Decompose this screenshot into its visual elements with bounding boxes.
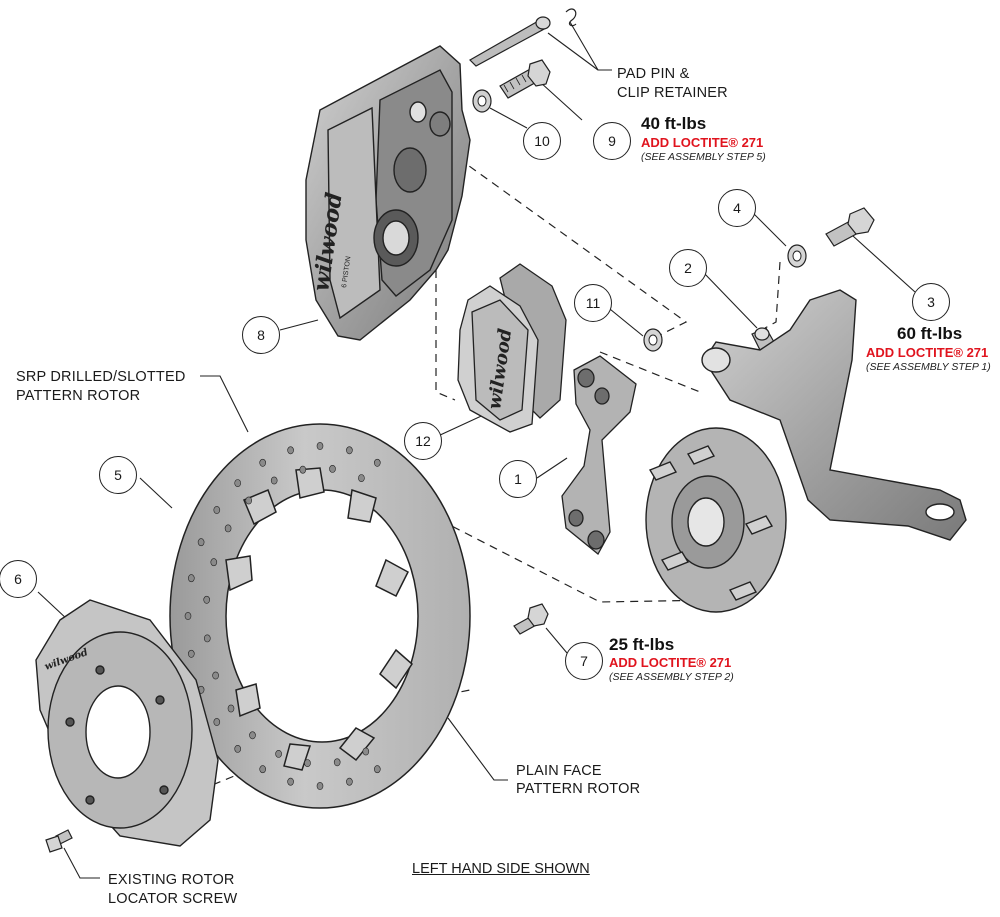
bolt9-loctite: ADD LOCTITE® 271 xyxy=(641,135,764,150)
callout-5: 5 xyxy=(99,456,137,494)
rotor-drill-hole xyxy=(210,558,218,567)
callout-9: 9 xyxy=(593,122,631,160)
rotor-hat xyxy=(35,599,219,847)
callout-2: 2 xyxy=(669,249,707,287)
rotor-drill-hole xyxy=(184,612,192,620)
bolt9-step: (SEE ASSEMBLY STEP 5) xyxy=(641,151,766,163)
pad-pin xyxy=(469,8,577,67)
srp-rotor-label-line2: PATTERN ROTOR xyxy=(16,388,141,404)
rotor-drill-hole xyxy=(197,538,205,547)
rotor-drill-hole xyxy=(270,476,278,485)
bolt3-torque: 60 ft-lbs xyxy=(897,324,963,343)
rotor-drill-hole xyxy=(333,758,341,767)
hat-bolt xyxy=(513,603,549,635)
callout-8: 8 xyxy=(242,316,280,354)
bracket-bolt xyxy=(825,207,875,247)
wheel-hub xyxy=(645,427,787,613)
caliper-side-mark: 6 PISTON xyxy=(341,256,352,288)
rotor-drill-hole xyxy=(249,731,256,740)
rotor-drill-hole xyxy=(188,649,195,658)
bolt7-loctite: ADD LOCTITE® 271 xyxy=(609,655,732,670)
bolt3-step: (SEE ASSEMBLY STEP 1) xyxy=(866,361,991,373)
bolt9-torque: 40 ft-lbs xyxy=(641,114,707,133)
rotor-drill-hole xyxy=(358,474,365,482)
rotor-drill-hole xyxy=(346,777,353,786)
caliper-bolt xyxy=(499,59,551,99)
rotor-drill-hole xyxy=(275,750,282,758)
rotor xyxy=(169,423,471,809)
rotor-drill-hole xyxy=(188,574,195,583)
rotor-drill-holes xyxy=(184,442,381,790)
callout-6: 6 xyxy=(0,560,37,598)
rotor-drill-hole xyxy=(346,446,353,455)
callout-10: 10 xyxy=(523,122,561,160)
rotor-drill-hole xyxy=(204,634,211,643)
rotor-drill-hole xyxy=(373,765,381,774)
callout-7: 7 xyxy=(565,642,603,680)
rotor-drill-hole xyxy=(213,506,221,514)
rotor-drill-hole xyxy=(259,765,267,774)
rotor-drill-hole xyxy=(245,496,252,505)
rotor-drill-hole xyxy=(259,458,267,467)
bolt3-loctite: ADD LOCTITE® 271 xyxy=(866,345,989,360)
brake-pad xyxy=(457,263,567,433)
plain-rotor-label-line1: PLAIN FACE xyxy=(516,763,602,779)
rotor-drill-hole xyxy=(316,442,324,450)
locator-screw-label-line1: EXISTING ROTOR xyxy=(108,872,235,888)
rotor-drill-hole xyxy=(299,465,307,474)
callout-1: 1 xyxy=(499,460,537,498)
locator-screw xyxy=(45,829,73,853)
rotor-drill-hole xyxy=(203,595,210,604)
srp-rotor-label-line1: SRP DRILLED/SLOTTED xyxy=(16,369,186,385)
rotor-drill-hole xyxy=(373,458,381,467)
rotor-drill-hole xyxy=(329,464,336,473)
rotor-drill-hole xyxy=(304,759,311,767)
spindle-knuckle xyxy=(701,289,967,541)
plain-rotor-label-line2: PATTERN ROTOR xyxy=(516,781,641,797)
rotor-drill-hole xyxy=(213,718,221,726)
rotor-drill-hole xyxy=(362,747,370,756)
callout-12: 12 xyxy=(404,422,442,460)
rotor-drill-hole xyxy=(234,745,241,753)
caliper-bracket xyxy=(561,355,637,555)
locator-screw-label-line2: LOCATOR SCREW xyxy=(108,891,238,907)
bolt7-step: (SEE ASSEMBLY STEP 2) xyxy=(609,671,734,683)
callout-4: 4 xyxy=(718,189,756,227)
bolt7-torque: 25 ft-lbs xyxy=(609,635,675,654)
rotor-drill-hole xyxy=(234,479,241,487)
callout-11: 11 xyxy=(574,284,612,322)
rotor-drill-hole xyxy=(287,777,294,786)
pad-pin-label-line1: PAD PIN & xyxy=(617,66,690,82)
callout-3: 3 xyxy=(912,283,950,321)
rotor-drill-hole xyxy=(212,671,219,680)
pad-pin-label-line2: CLIP RETAINER xyxy=(617,85,728,101)
caliper xyxy=(305,45,471,341)
footer-side-note: LEFT HAND SIDE SHOWN xyxy=(412,861,590,877)
rotor-drill-hole xyxy=(224,524,232,533)
rotor-drill-hole xyxy=(287,446,294,455)
rotor-drill-hole xyxy=(227,704,235,713)
rotor-drill-hole xyxy=(316,782,324,790)
